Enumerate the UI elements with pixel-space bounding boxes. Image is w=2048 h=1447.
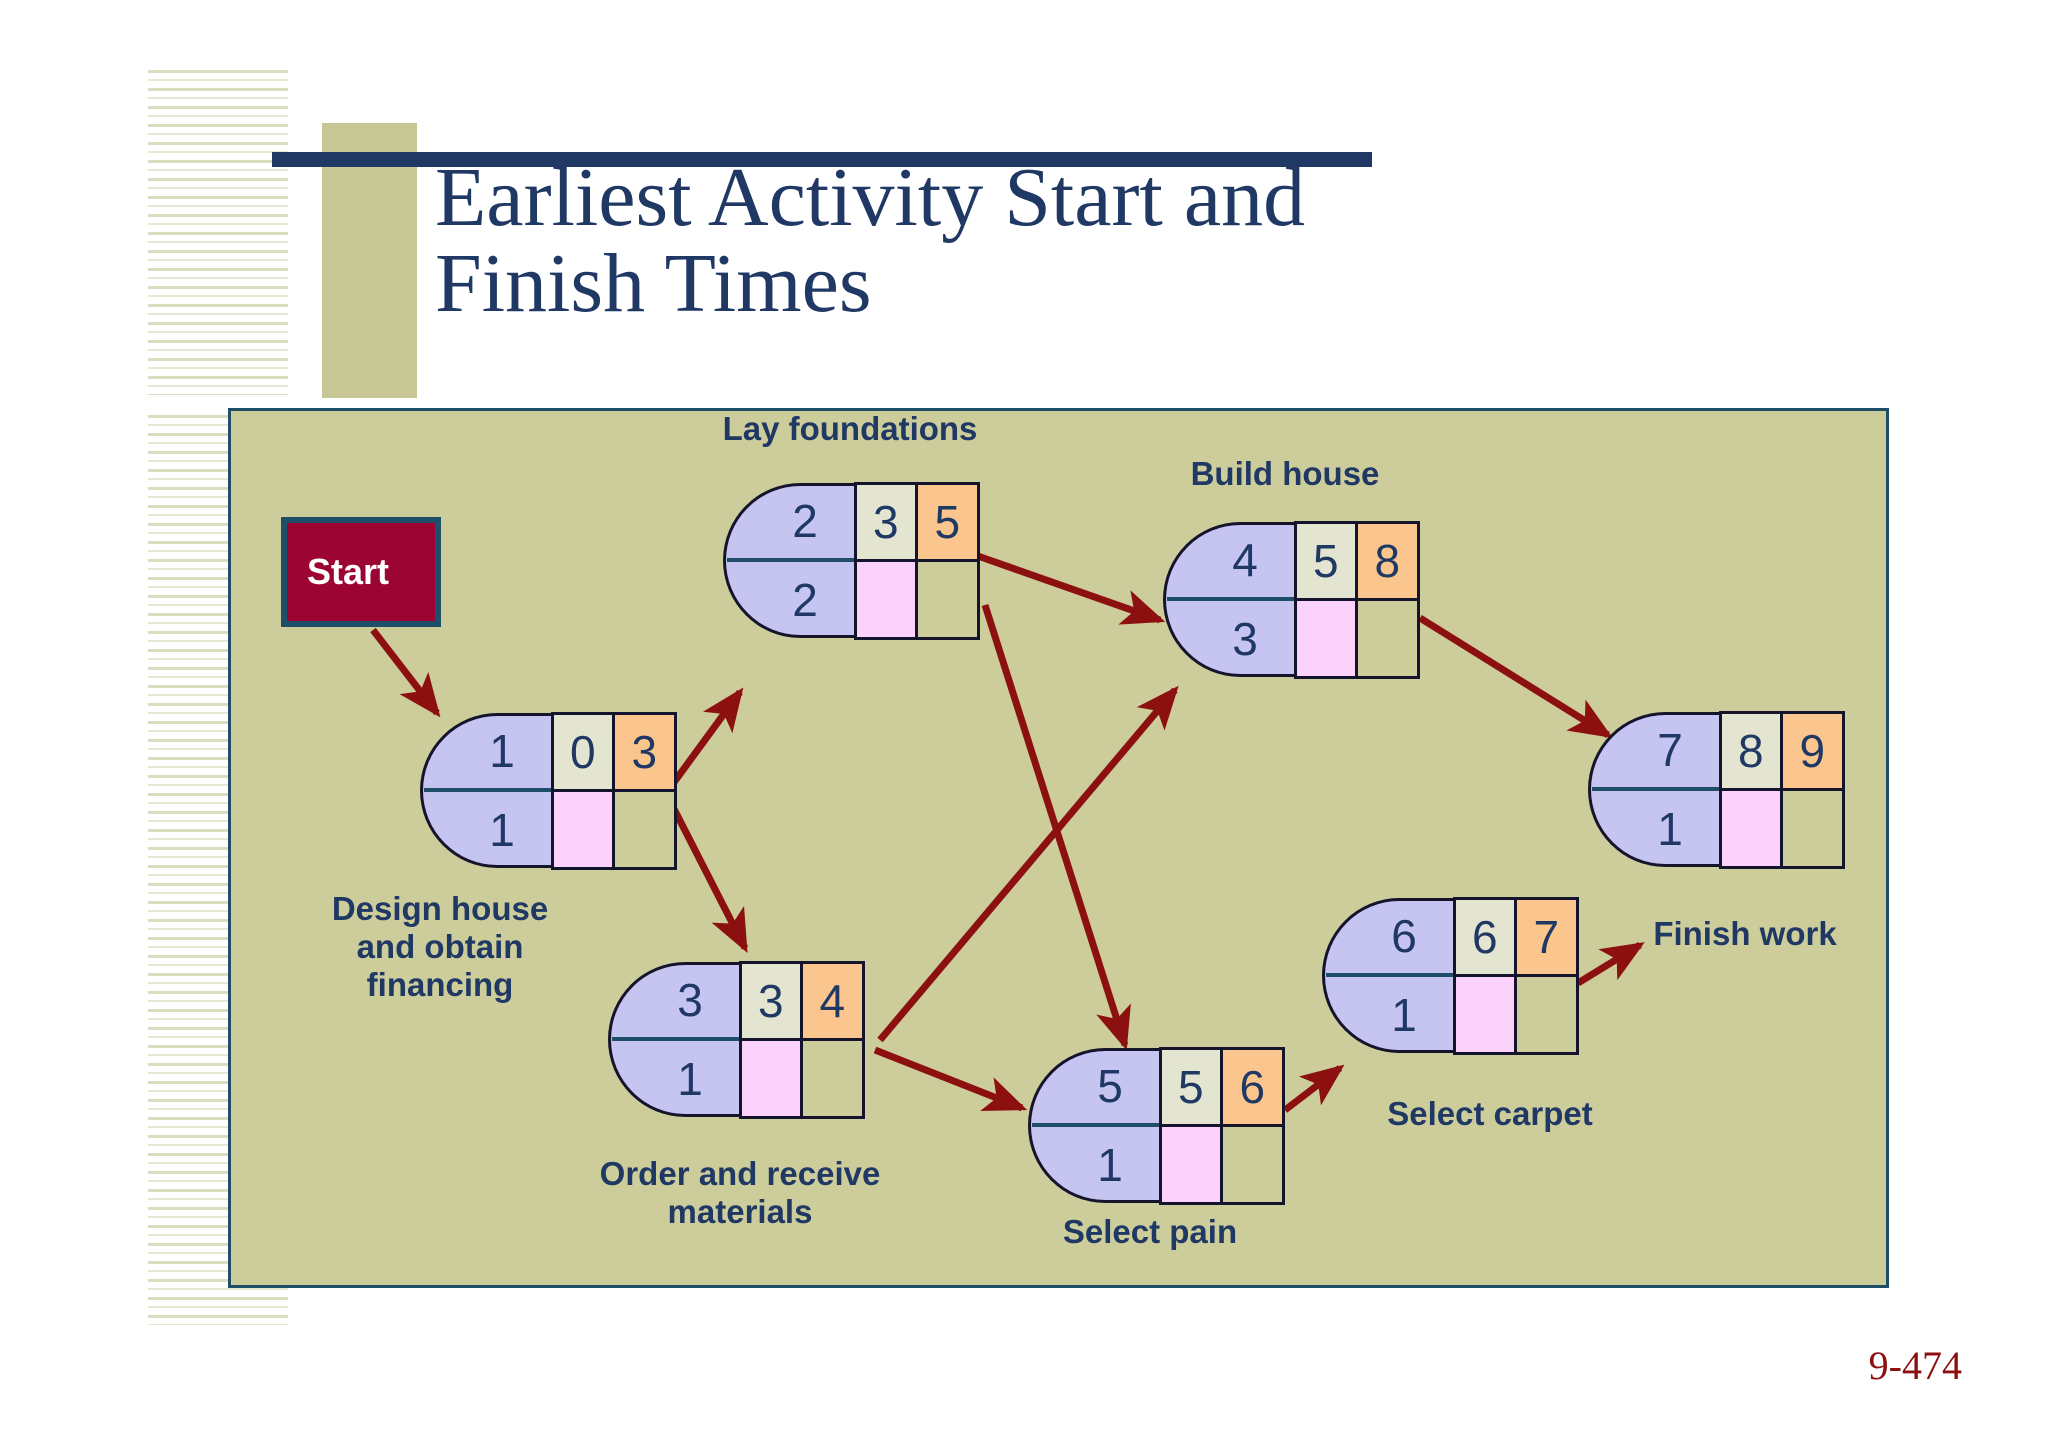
label-materials: Order and receive materials bbox=[599, 1155, 881, 1230]
cell-latest-start bbox=[1293, 598, 1358, 679]
node-cap-divider bbox=[1032, 1123, 1160, 1127]
node-foundations[interactable]: 2 2 3 5 bbox=[723, 481, 980, 640]
node-activity-number: 2 bbox=[792, 495, 818, 547]
cell-earliest-start: 0 bbox=[550, 711, 615, 792]
node-cap-divider bbox=[424, 788, 552, 792]
node-cap-divider bbox=[1592, 787, 1720, 791]
cell-earliest-finish: 7 bbox=[1514, 896, 1579, 977]
cell-latest-finish bbox=[1355, 598, 1420, 679]
node-activity-number: 7 bbox=[1657, 724, 1683, 776]
node-materials[interactable]: 3 1 3 4 bbox=[608, 960, 865, 1119]
cell-latest-start bbox=[550, 789, 615, 870]
label-carpet: Select carpet bbox=[1387, 1095, 1593, 1132]
cell-latest-finish bbox=[1514, 974, 1579, 1055]
title-rule bbox=[272, 152, 1372, 167]
node-duration: 1 bbox=[1391, 989, 1417, 1041]
cell-earliest-finish: 9 bbox=[1780, 710, 1845, 791]
node-cap-divider bbox=[727, 558, 855, 562]
node-grid: 5 6 bbox=[1158, 1046, 1285, 1205]
node-grid: 3 5 bbox=[853, 481, 980, 640]
cell-latest-start bbox=[738, 1038, 803, 1119]
cell-latest-finish bbox=[1780, 788, 1845, 869]
label-paint: Select pain bbox=[1062, 1213, 1238, 1250]
node-grid: 3 4 bbox=[738, 960, 865, 1119]
node-duration: 3 bbox=[1232, 613, 1258, 665]
cell-earliest-start: 5 bbox=[1293, 520, 1358, 601]
cell-latest-start bbox=[1452, 974, 1517, 1055]
node-activity-number: 5 bbox=[1097, 1060, 1123, 1112]
title-accent-tab bbox=[322, 123, 417, 398]
cell-latest-finish bbox=[915, 559, 980, 640]
cell-earliest-finish: 3 bbox=[612, 711, 677, 792]
node-activity-number: 4 bbox=[1232, 534, 1258, 586]
start-node[interactable]: Start bbox=[281, 517, 441, 627]
cell-latest-start bbox=[1718, 788, 1783, 869]
node-cap-divider bbox=[1326, 973, 1454, 977]
node-design[interactable]: 1 1 0 3 bbox=[420, 711, 677, 870]
node-grid: 8 9 bbox=[1718, 710, 1845, 869]
node-activity-number: 1 bbox=[489, 725, 515, 777]
node-build[interactable]: 4 3 5 8 bbox=[1163, 520, 1420, 679]
cell-earliest-start: 3 bbox=[853, 481, 918, 562]
node-duration: 1 bbox=[489, 804, 515, 856]
cell-latest-finish bbox=[800, 1038, 865, 1119]
cell-latest-finish bbox=[1220, 1124, 1285, 1205]
node-duration: 2 bbox=[792, 574, 818, 626]
cell-earliest-start: 5 bbox=[1158, 1046, 1223, 1127]
node-duration: 1 bbox=[1657, 803, 1683, 855]
cell-earliest-start: 8 bbox=[1718, 710, 1783, 791]
node-grid: 0 3 bbox=[550, 711, 677, 870]
page-number: 9-474 bbox=[1868, 1343, 1962, 1388]
node-duration: 1 bbox=[677, 1053, 703, 1105]
node-activity-number: 3 bbox=[677, 974, 703, 1026]
node-grid: 5 8 bbox=[1293, 520, 1420, 679]
node-cap-divider bbox=[612, 1037, 740, 1041]
node-duration: 1 bbox=[1097, 1139, 1123, 1191]
cell-latest-finish bbox=[612, 789, 677, 870]
node-grid: 6 7 bbox=[1452, 896, 1579, 1055]
label-finish: Finish work bbox=[1653, 915, 1837, 952]
label-build: Build house bbox=[1190, 455, 1380, 492]
cell-earliest-start: 3 bbox=[738, 960, 803, 1041]
label-design: Design house and obtain financing bbox=[331, 890, 549, 1003]
cell-earliest-start: 6 bbox=[1452, 896, 1517, 977]
node-paint[interactable]: 5 1 5 6 bbox=[1028, 1046, 1285, 1205]
cell-latest-start bbox=[853, 559, 918, 640]
cell-earliest-finish: 6 bbox=[1220, 1046, 1285, 1127]
decorative-hatch-top bbox=[148, 70, 288, 395]
node-carpet[interactable]: 6 1 6 7 bbox=[1322, 896, 1579, 1055]
node-activity-number: 6 bbox=[1391, 910, 1417, 962]
page-title: Earliest Activity Start and Finish Times bbox=[435, 151, 1306, 330]
node-finish[interactable]: 7 1 8 9 bbox=[1588, 710, 1845, 869]
cell-earliest-finish: 8 bbox=[1355, 520, 1420, 601]
cell-earliest-finish: 5 bbox=[915, 481, 980, 562]
cell-latest-start bbox=[1158, 1124, 1223, 1205]
label-foundations: Lay foundations bbox=[722, 410, 978, 447]
cell-earliest-finish: 4 bbox=[800, 960, 865, 1041]
node-cap-divider bbox=[1167, 597, 1295, 601]
